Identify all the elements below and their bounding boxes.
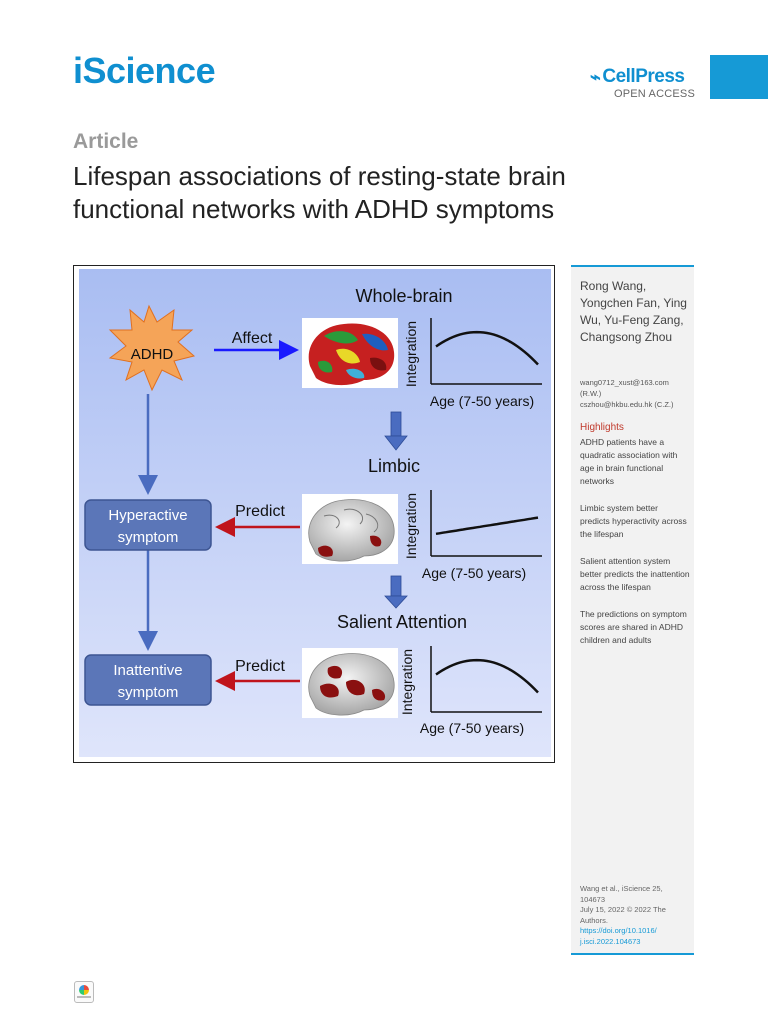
down-arrow-2 <box>384 575 408 609</box>
adhd-label: ADHD <box>131 346 174 363</box>
predict-label-2: Predict <box>235 658 285 675</box>
email-link-2[interactable]: cszhou@hkbu.edu.hk (C.Z.) <box>580 400 674 409</box>
inattentive-box <box>84 654 212 706</box>
highlight-item: Salient attention system better predicts… <box>580 556 690 592</box>
chart-salient-attention: Integration Age (7-50 years) <box>399 646 542 736</box>
chart-limbic: Integration Age (7-50 years) <box>403 490 542 581</box>
inattentive-label-2: symptom <box>118 684 179 701</box>
publisher-name: CellPress <box>602 66 685 87</box>
panel-title-whole-brain: Whole-brain <box>355 286 452 306</box>
chart-1-series-line <box>435 330 539 366</box>
chart-whole-brain: Integration Age (7-50 years) <box>403 318 542 409</box>
article-type-label: Article <box>73 130 139 153</box>
journal-logo[interactable]: iScience <box>73 50 216 91</box>
article-title: Lifespan associations of resting-state b… <box>73 161 566 224</box>
open-access-label: OPEN ACCESS <box>613 88 695 100</box>
hyperactive-label-1: Hyperactive <box>108 507 187 524</box>
chart-3-xlabel: Age (7-50 years) <box>420 720 524 736</box>
citation-line-2: 104673 <box>580 894 606 904</box>
chart-1-xlabel: Age (7-50 years) <box>430 393 534 409</box>
highlight-item: Limbic system better predicts hyperactiv… <box>580 503 687 539</box>
hyperactive-box <box>84 499 212 551</box>
chart-3-series-line <box>435 658 539 694</box>
chart-3-ylabel: Integration <box>399 649 415 715</box>
cellpress-icon: ⌁ <box>590 66 601 87</box>
doi-link-line-2[interactable]: j.isci.2022.104673 <box>580 936 641 946</box>
citation-block: Wang et al., iScience 25, 104673 July 15… <box>580 884 692 947</box>
chart-2-series-line <box>435 516 539 536</box>
citation-line-4: Authors. <box>580 915 608 925</box>
highlights-heading: Highlights <box>580 422 624 433</box>
limbic-brain-image <box>302 494 398 564</box>
highlight-item: ADHD patients have a quadratic associati… <box>580 437 678 486</box>
chart-2-xlabel: Age (7-50 years) <box>422 565 526 581</box>
publisher-logo[interactable]: ⌁CellPress OPEN ACCESS <box>590 66 695 100</box>
email-link-1[interactable]: wang0712_xust@163.com <box>580 378 669 387</box>
chart-1-ylabel: Integration <box>403 321 419 387</box>
down-arrow-1 <box>384 411 408 451</box>
check-for-updates-icon[interactable] <box>74 981 94 1003</box>
graphical-abstract-svg: ADHD Affect Hyperactive symptom Inattent… <box>79 269 551 757</box>
panel-title-salient-attention: Salient Attention <box>337 612 467 632</box>
author-list[interactable]: Rong Wang, Yongchen Fan, Ying Wu, Yu-Fen… <box>580 279 687 344</box>
highlight-item: The predictions on symptom scores are sh… <box>580 609 687 645</box>
article-info-sidebar: Rong Wang, Yongchen Fan, Ying Wu, Yu-Fen… <box>571 265 694 955</box>
graphical-abstract: ADHD Affect Hyperactive symptom Inattent… <box>73 265 555 763</box>
whole-brain-image <box>302 318 398 388</box>
salient-attention-brain-image <box>302 648 398 718</box>
hyperactive-label-2: symptom <box>118 529 179 546</box>
citation-line-1: Wang et al., iScience 25, <box>580 884 663 893</box>
inattentive-label-1: Inattentive <box>113 662 182 679</box>
chart-2-ylabel: Integration <box>403 493 419 559</box>
highlights-list: ADHD patients have a quadratic associati… <box>580 436 690 661</box>
header-accent-tab <box>710 55 768 99</box>
doi-link-line-1[interactable]: https://doi.org/10.1016/ <box>580 926 657 935</box>
citation-line-3: July 15, 2022 © 2022 The <box>580 905 666 914</box>
affect-label: Affect <box>232 330 273 347</box>
email-1-tag: (R.W.) <box>580 389 602 398</box>
panel-title-limbic: Limbic <box>368 456 420 476</box>
predict-label-1: Predict <box>235 503 285 520</box>
adhd-star <box>108 304 196 392</box>
correspondence: wang0712_xust@163.com (R.W.) cszhou@hkbu… <box>580 377 692 410</box>
